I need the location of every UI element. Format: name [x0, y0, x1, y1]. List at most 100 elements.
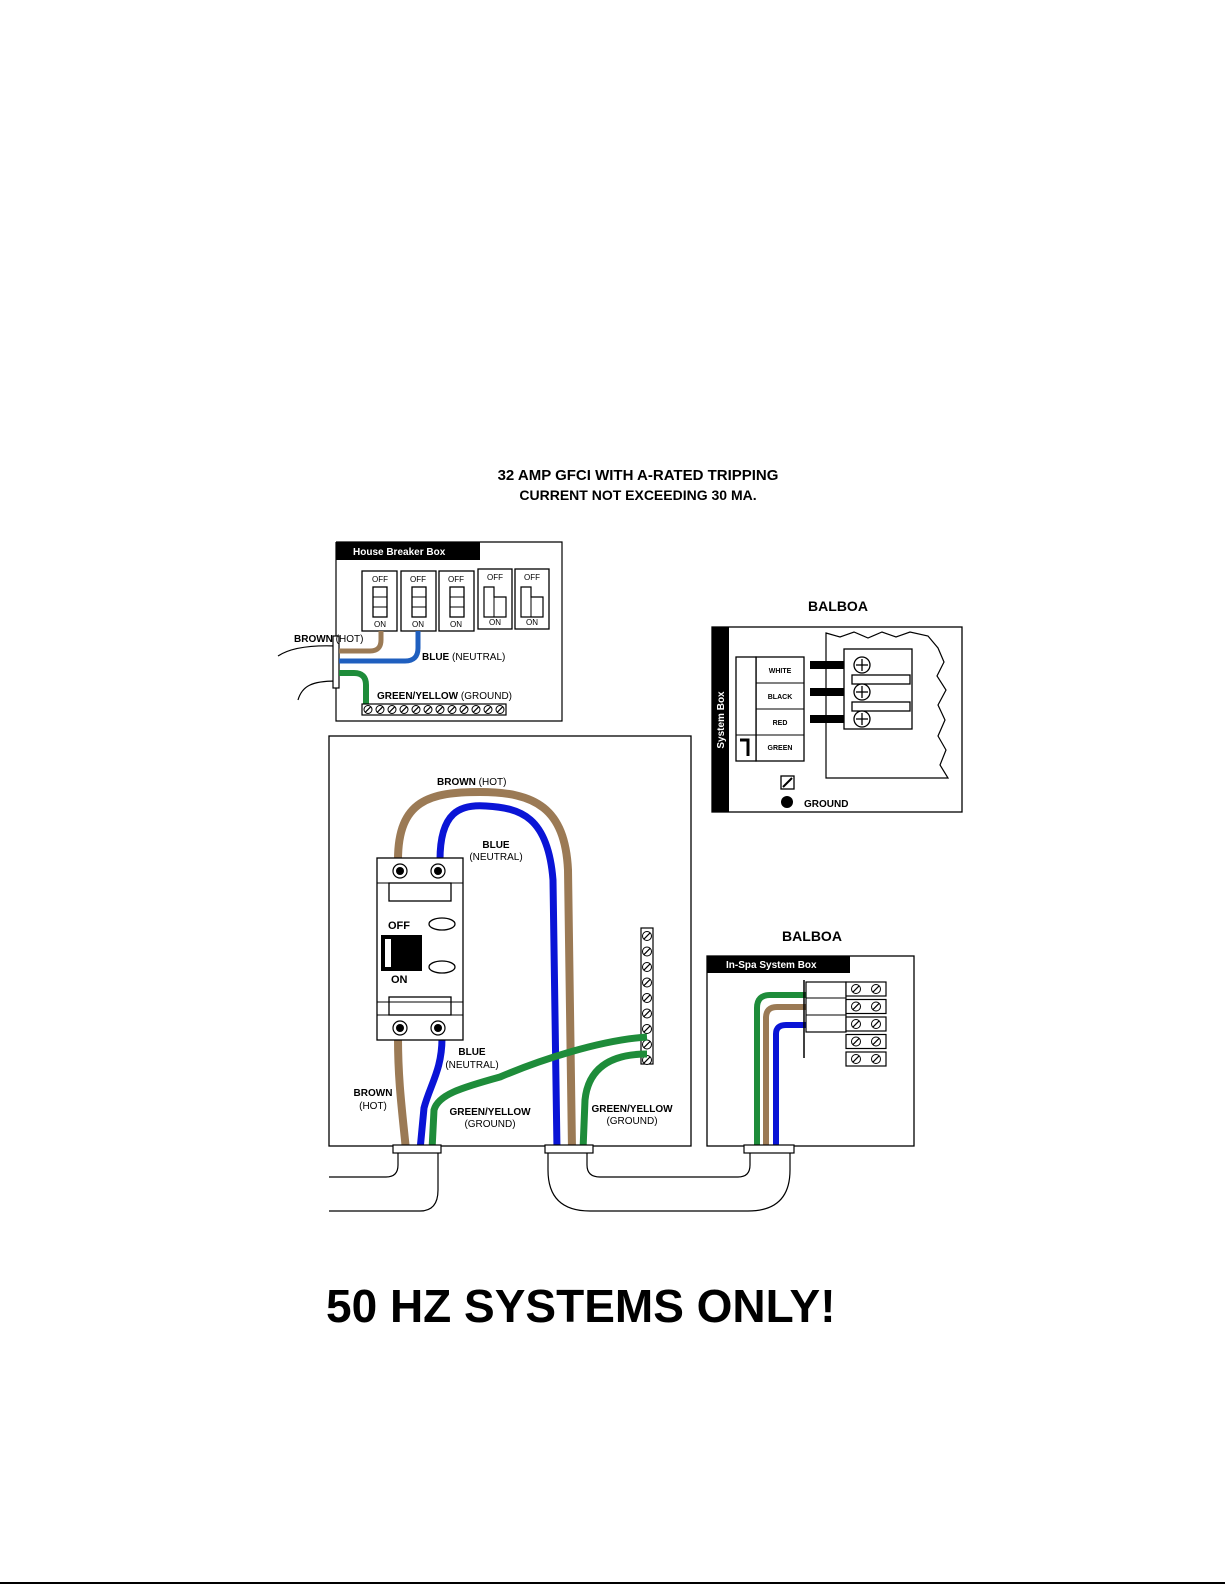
terminal-screw [399, 705, 409, 714]
ground-bar [361, 703, 507, 716]
terminal-screw [447, 705, 457, 714]
gfci-neutral-bottom-label: (NEUTRAL) [445, 1060, 498, 1071]
blue-neutral-label: BLUE (NEUTRAL) [422, 652, 505, 663]
terminal-screw [853, 683, 871, 701]
ground-lug [780, 775, 795, 808]
breaker-reset-button [428, 960, 456, 974]
terminal-screw [642, 931, 652, 941]
switch-off-label: OFF [448, 575, 464, 584]
switch-off-label: OFF [372, 575, 388, 584]
inspa-brand-label: BALBOA [782, 928, 842, 944]
gfci-green-left-wire [428, 1033, 648, 1151]
terminal-screw [411, 705, 421, 714]
conduit [329, 1144, 795, 1212]
terminal-screw [851, 1054, 861, 1064]
terminal-screw [423, 705, 433, 714]
breaker-screw [392, 1020, 408, 1036]
terminal-screw [871, 984, 881, 994]
diagram-title-line2: CURRENT NOT EXCEEDING 30 MA. [519, 487, 756, 503]
switch-on-label: ON [412, 620, 424, 629]
terminal-green-label: GREEN [768, 745, 793, 752]
gfci-green-left-label: GREEN/YELLOW [449, 1107, 531, 1118]
breaker-on-label: ON [391, 974, 408, 986]
house-brown-wire [339, 631, 384, 654]
breaker-switch: OFF ON [438, 570, 475, 632]
terminal-screw [483, 705, 493, 714]
switch-on-label: ON [374, 620, 386, 629]
gfci-blue-bottom-label: BLUE [458, 1047, 486, 1058]
terminal-screw [871, 1054, 881, 1064]
terminal-screw [435, 705, 445, 714]
terminal-screw [851, 1036, 861, 1047]
breaker-off-label: OFF [388, 920, 410, 932]
inspa-header: In-Spa System Box [726, 960, 817, 971]
house-breaker-header: House Breaker Box [353, 547, 446, 558]
balboa-brand-label: BALBOA [808, 598, 868, 614]
terminal-screw [642, 977, 652, 988]
gfci-green-right-wire [579, 1050, 648, 1151]
house-breaker-box: House Breaker Box OFF ON OFF ON OFF ON [277, 541, 563, 722]
balboa-inspa-box: BALBOA In-Spa System Box [706, 928, 915, 1150]
gfci-brown-bottom-wire [394, 1037, 410, 1151]
terminal-screw [642, 1024, 652, 1034]
gfci-blue-bottom-wire [416, 1037, 446, 1151]
terminal-white-label: WHITE [769, 668, 792, 675]
gfci-brown-hot-top-label: BROWN (HOT) [437, 777, 506, 788]
terminal-screw [851, 1001, 861, 1012]
gfci-breaker: OFF ON [376, 857, 464, 1041]
terminal-screw [642, 946, 652, 957]
terminal-screw [853, 656, 871, 674]
inspa-brown-wire [763, 1004, 806, 1150]
breaker-test-button [428, 917, 456, 931]
terminal-screw [387, 705, 397, 714]
house-green-wire [339, 670, 369, 708]
terminal-screw [363, 705, 373, 714]
house-blue-wire [339, 631, 421, 664]
terminal-screw [459, 705, 469, 714]
breaker-switch: OFF ON [361, 570, 398, 632]
breaker-screw [392, 863, 408, 879]
terminal-screw [471, 705, 481, 714]
green-ground-label: GREEN/YELLOW (GROUND) [377, 691, 512, 702]
gfci-brown-bottom-label: BROWN [354, 1088, 393, 1099]
terminal-red-label: RED [773, 720, 788, 727]
breaker-switch: OFF ON [514, 568, 550, 630]
terminal-screw [495, 705, 505, 714]
switch-off-label: OFF [524, 573, 540, 582]
frequency-warning: 50 HZ SYSTEMS ONLY! [326, 1280, 836, 1332]
breaker-switch: OFF ON [477, 568, 513, 630]
breaker-screw [430, 863, 446, 879]
breaker-screw [430, 1020, 446, 1036]
gfci-ground-left-label: (GROUND) [464, 1119, 515, 1130]
terminal-screw [642, 993, 652, 1003]
house-breaker-header-bar [336, 542, 480, 560]
gfci-panel: OFF ON BROWN (HOT) BLUE (NEUTRAL) BLUE (… [328, 735, 692, 1151]
gfci-hot-bottom-label: (HOT) [359, 1101, 387, 1112]
balboa-system-box: BALBOA System Box WHITE BLACK RED GREEN [711, 598, 963, 813]
inspa-green-wire [754, 992, 806, 1150]
terminal-screw [642, 962, 652, 972]
terminal-screw [642, 1008, 652, 1019]
inspa-blue-wire [773, 1022, 806, 1150]
gfci-blue-top-label: BLUE [482, 840, 510, 851]
gfci-neutral-top-label: (NEUTRAL) [469, 852, 522, 863]
terminal-screw [871, 1001, 881, 1012]
terminal-screw [871, 1019, 881, 1029]
brown-hot-label: BROWN (HOT) [294, 634, 363, 645]
ground-terminal-strip [640, 927, 654, 1065]
switch-off-label: OFF [410, 575, 426, 584]
gfci-ground-right-label: (GROUND) [606, 1116, 657, 1127]
terminal-screw [853, 710, 871, 728]
terminal-black-label: BLACK [768, 694, 793, 701]
terminal-screw [851, 984, 861, 994]
terminal-screw [642, 1039, 652, 1050]
switch-on-label: ON [450, 620, 462, 629]
gfci-green-right-label: GREEN/YELLOW [591, 1104, 673, 1115]
diagram-title-line1: 32 AMP GFCI WITH A-RATED TRIPPING [498, 467, 779, 484]
ground-label: GROUND [804, 799, 848, 810]
switch-on-label: ON [489, 618, 501, 627]
system-box-side-label: System Box [716, 691, 727, 749]
switch-off-label: OFF [487, 573, 503, 582]
terminal-screw [871, 1036, 881, 1047]
